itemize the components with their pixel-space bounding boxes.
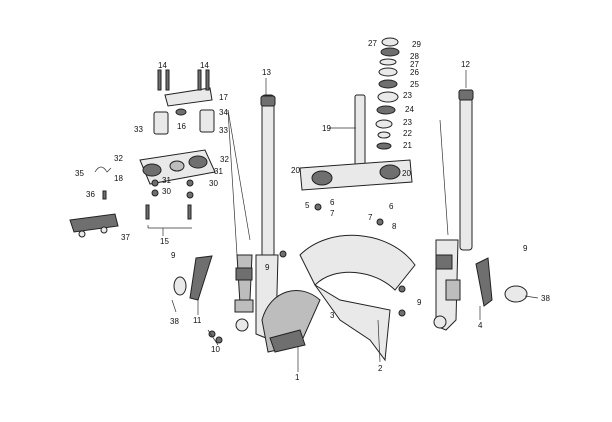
upper-triple-clamp bbox=[139, 149, 216, 185]
callout-16: 16 bbox=[177, 122, 186, 131]
callout-38b: 38 bbox=[541, 294, 550, 303]
callout-27b: 27 bbox=[410, 60, 419, 69]
callout-17: 17 bbox=[219, 93, 228, 102]
left-fender-brace bbox=[189, 255, 213, 301]
right-fender-brace bbox=[475, 257, 493, 307]
callout-21: 21 bbox=[403, 141, 412, 150]
callout-7a: 7 bbox=[330, 209, 335, 218]
handlebar-clamp-assembly bbox=[153, 69, 215, 135]
callout-5: 5 bbox=[305, 201, 310, 210]
callout-labels: 1 2 3 4 5 6 6 7 7 8 9 9 9 9 10 11 12 13 … bbox=[75, 39, 550, 382]
callout-25: 25 bbox=[410, 80, 419, 89]
callout-35: 35 bbox=[75, 169, 84, 178]
callout-9d: 9 bbox=[523, 244, 528, 253]
callout-28: 28 bbox=[410, 52, 419, 61]
right-fork-leg bbox=[433, 89, 474, 331]
steering-stem bbox=[299, 94, 413, 191]
callout-36: 36 bbox=[86, 190, 95, 199]
callout-9c: 9 bbox=[417, 298, 422, 307]
callout-31b: 31 bbox=[214, 167, 223, 176]
front-fender bbox=[261, 234, 416, 362]
callout-7b: 7 bbox=[368, 213, 373, 222]
callout-9a: 9 bbox=[171, 251, 176, 260]
callout-12: 12 bbox=[461, 60, 470, 69]
callout-19: 19 bbox=[322, 124, 331, 133]
leader-lines bbox=[147, 70, 539, 372]
callout-34: 34 bbox=[219, 108, 228, 117]
callout-32b: 32 bbox=[220, 155, 229, 164]
callout-32a: 32 bbox=[114, 154, 123, 163]
callout-9b: 9 bbox=[265, 263, 270, 272]
callout-14b: 14 bbox=[200, 61, 209, 70]
callout-3: 3 bbox=[330, 311, 335, 320]
spring-clip bbox=[94, 166, 112, 173]
light-bracket bbox=[69, 213, 119, 238]
callout-30a: 30 bbox=[162, 187, 171, 196]
right-reflector bbox=[504, 285, 528, 303]
callout-2: 2 bbox=[378, 364, 383, 373]
callout-29: 29 bbox=[412, 40, 421, 49]
callout-6a: 6 bbox=[330, 198, 335, 207]
callout-18: 18 bbox=[114, 174, 123, 183]
callout-8: 8 bbox=[392, 222, 397, 231]
callout-14a: 14 bbox=[158, 61, 167, 70]
callout-20a: 20 bbox=[291, 166, 300, 175]
callout-24: 24 bbox=[405, 105, 414, 114]
callout-6b: 6 bbox=[389, 202, 394, 211]
bearing-stack bbox=[375, 37, 400, 150]
fasteners bbox=[102, 179, 406, 344]
callout-26: 26 bbox=[410, 68, 419, 77]
callout-13: 13 bbox=[262, 68, 271, 77]
callout-11: 11 bbox=[193, 316, 202, 325]
callout-23a: 23 bbox=[403, 91, 412, 100]
callout-22: 22 bbox=[403, 129, 412, 138]
callout-37: 37 bbox=[121, 233, 130, 242]
callout-10: 10 bbox=[211, 345, 220, 354]
callout-15: 15 bbox=[160, 237, 169, 246]
left-reflector bbox=[173, 276, 187, 296]
callout-4: 4 bbox=[478, 321, 483, 330]
callout-20b: 20 bbox=[402, 169, 411, 178]
callout-33a: 33 bbox=[134, 125, 143, 134]
callout-31a: 31 bbox=[162, 176, 171, 185]
callout-33b: 33 bbox=[219, 126, 228, 135]
callout-38a: 38 bbox=[170, 317, 179, 326]
callout-23b: 23 bbox=[403, 118, 412, 127]
callout-30b: 30 bbox=[209, 179, 218, 188]
callout-1: 1 bbox=[295, 373, 300, 382]
left-fork-leg bbox=[234, 94, 279, 339]
callout-27a: 27 bbox=[368, 39, 377, 48]
